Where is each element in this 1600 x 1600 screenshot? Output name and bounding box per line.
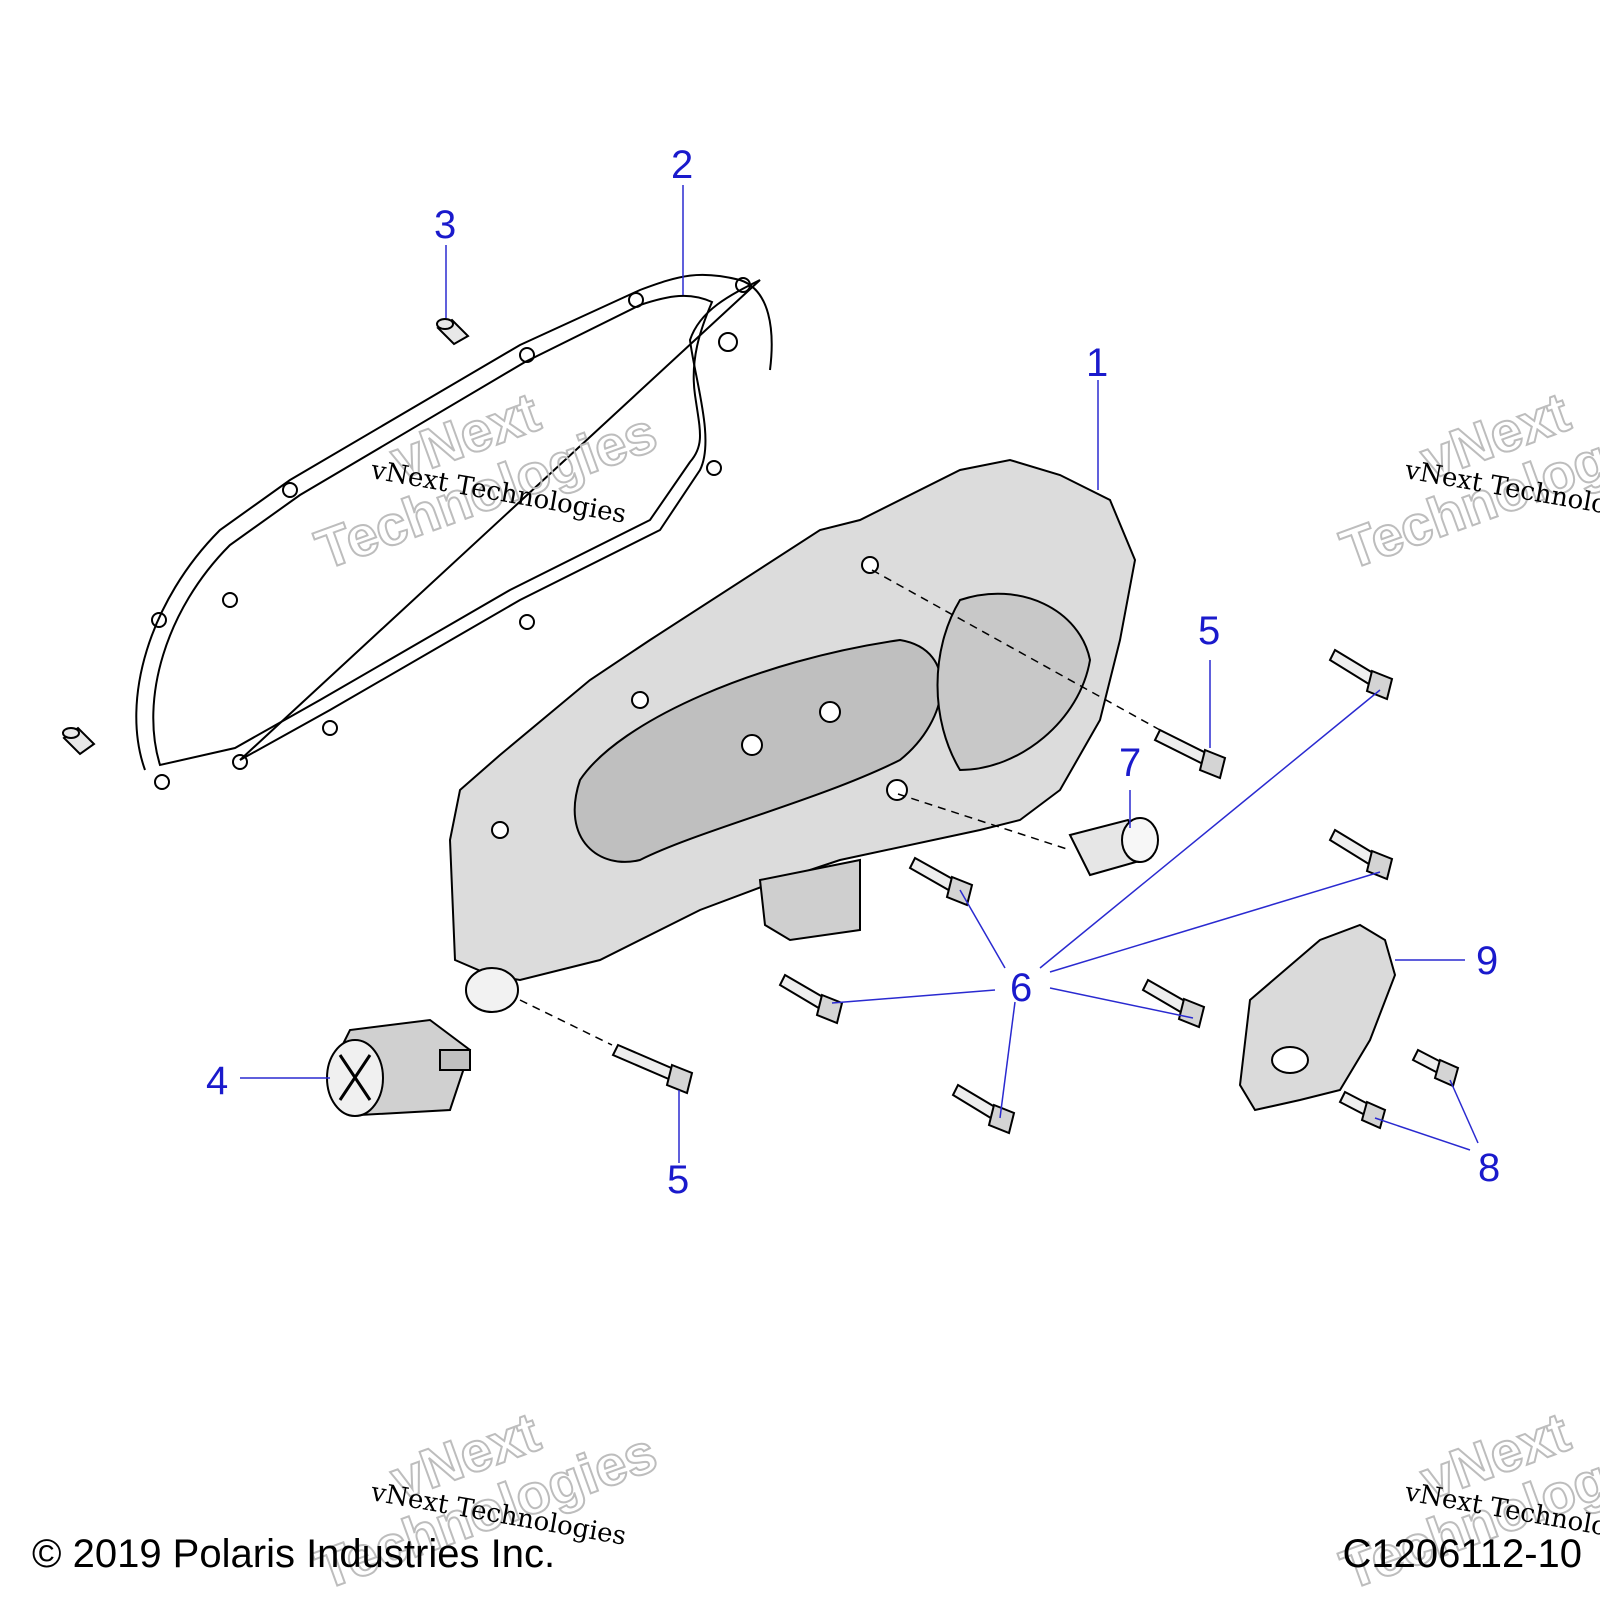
bolt-8-b <box>1338 1090 1387 1130</box>
callout-2: 2 <box>671 143 693 187</box>
callout-6: 6 <box>1010 966 1032 1010</box>
bolt-6-e <box>1141 978 1206 1029</box>
bolt-6-c <box>908 856 974 907</box>
callout-1: 1 <box>1086 341 1108 385</box>
plug <box>1068 817 1159 877</box>
callout-5-lower: 5 <box>667 1158 689 1202</box>
bolt-8-a <box>1411 1048 1460 1088</box>
callout-5-upper: 5 <box>1198 609 1220 653</box>
dowel-pin-upper <box>436 318 470 346</box>
bolt-6-d <box>778 973 844 1025</box>
bolt-6-f <box>951 1083 1016 1135</box>
bolt-6-b <box>1328 828 1394 881</box>
callout-4: 4 <box>206 1059 228 1103</box>
callout-9: 9 <box>1476 939 1498 983</box>
callout-7: 7 <box>1119 741 1141 785</box>
bolt-5-lower <box>611 1043 694 1095</box>
callouts: 1 2 3 4 5 5 6 7 8 9 <box>206 143 1500 1202</box>
drawing-number: C1206112-10 <box>1342 1532 1582 1576</box>
cover-plate <box>1238 923 1397 1112</box>
callout-3: 3 <box>434 203 456 247</box>
bolts <box>611 648 1460 1135</box>
gasket <box>135 273 773 790</box>
dowel-pin-lower <box>62 726 96 756</box>
intake-boot <box>326 1018 472 1117</box>
bolt-5-upper <box>1153 728 1227 780</box>
assembly-lines <box>519 569 1161 1046</box>
bolt-6-a <box>1328 648 1394 701</box>
clutch-cover <box>448 458 1137 1013</box>
callout-8: 8 <box>1478 1146 1500 1190</box>
leader-lines <box>240 185 1479 1163</box>
copyright-notice: © 2019 Polaris Industries Inc. <box>32 1532 556 1576</box>
